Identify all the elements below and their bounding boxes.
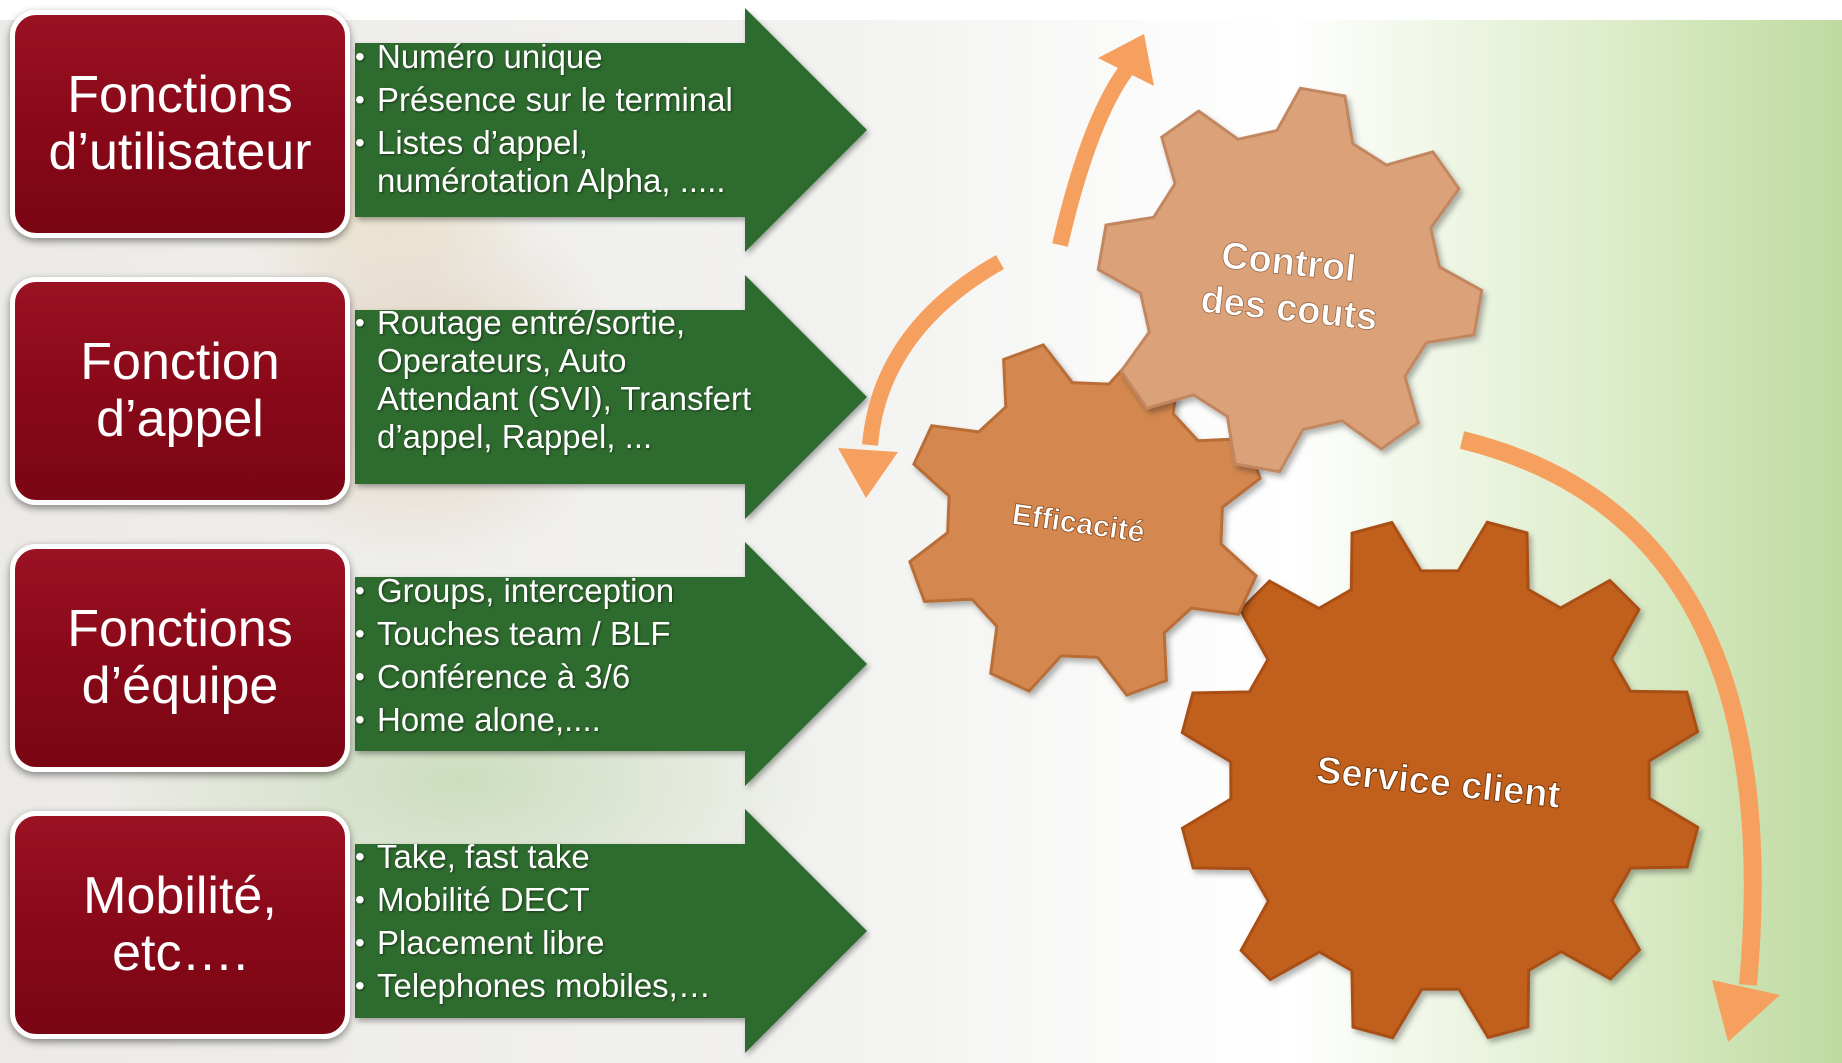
cycle-arrow-right bbox=[1459, 431, 1762, 986]
category-mobility: Mobilité, etc…. bbox=[10, 811, 350, 1039]
list-item: Groups, interception bbox=[355, 572, 674, 610]
list-item: Numéro unique bbox=[355, 38, 733, 76]
category-team-functions: Fonctions d’équipe bbox=[10, 544, 350, 772]
call-functions-list: Routage entré/sortie, Operateurs, Auto A… bbox=[355, 304, 751, 461]
gear-control-des-couts: Control des couts bbox=[1096, 86, 1484, 474]
gear-service-client: Service client bbox=[1180, 520, 1700, 1040]
list-item: Take, fast take bbox=[355, 838, 711, 876]
category-call-functions: Fonction d’appel bbox=[10, 277, 350, 505]
mobility-list: Take, fast take Mobilité DECT Placement … bbox=[355, 838, 711, 1010]
team-functions-list: Groups, interception Touches team / BLF … bbox=[355, 572, 674, 744]
list-item: Conférence à 3/6 bbox=[355, 658, 674, 696]
list-item: Listes d’appel, numérotation Alpha, ....… bbox=[355, 124, 733, 200]
list-item: Routage entré/sortie, Operateurs, Auto A… bbox=[355, 304, 751, 456]
list-item: Placement libre bbox=[355, 924, 711, 962]
list-item: Touches team / BLF bbox=[355, 615, 674, 653]
list-item: Telephones mobiles,… bbox=[355, 967, 711, 1005]
list-item: Mobilité DECT bbox=[355, 881, 711, 919]
gear-efficacite: Efficacité bbox=[908, 343, 1262, 697]
user-functions-list: Numéro unique Présence sur le terminal L… bbox=[355, 38, 733, 205]
list-item: Présence sur le terminal bbox=[355, 81, 733, 119]
cycle-arrow-top bbox=[1052, 60, 1137, 247]
cycle-arrowhead-top bbox=[1098, 34, 1154, 86]
category-user-functions: Fonctions d’utilisateur bbox=[10, 10, 350, 238]
cycle-arrow-left bbox=[862, 255, 1004, 446]
cycle-arrowhead-right bbox=[1712, 980, 1780, 1042]
list-item: Home alone,.... bbox=[355, 701, 674, 739]
cycle-arrowhead-left bbox=[838, 448, 898, 498]
